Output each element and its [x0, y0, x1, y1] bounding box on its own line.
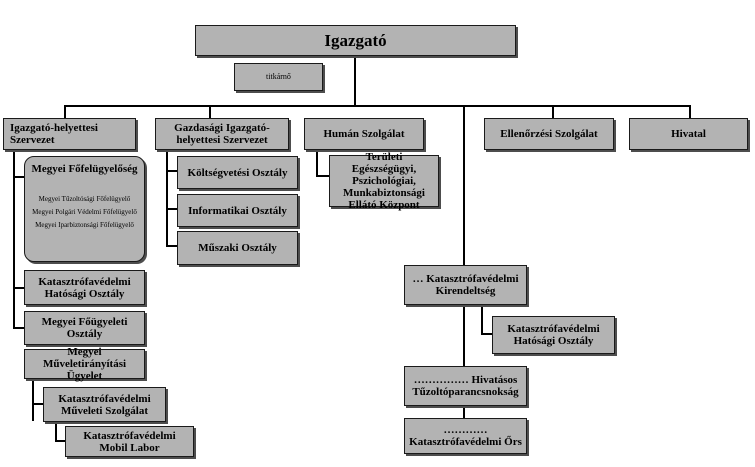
- connector: [55, 440, 66, 442]
- connector: [13, 287, 25, 289]
- branch-box: … Katasztrófavédelmi Kirendeltség: [404, 265, 527, 305]
- connector: [481, 305, 483, 335]
- industrial-safety-inspector-label: Megyei Iparbiztonsági Főfelügyelő: [35, 221, 134, 229]
- connector: [64, 105, 690, 107]
- connector: [481, 333, 493, 335]
- connector: [166, 170, 178, 172]
- fire-command-box: …………… Hivatásos Tűzoltóparancsnokság: [404, 366, 527, 406]
- connector: [316, 150, 318, 177]
- mobile-lab-box: Katasztrófavédelmi Mobil Labor: [65, 426, 194, 457]
- connector: [32, 403, 44, 405]
- branch-authority-box: Katasztrófavédelmi Hatósági Osztály: [492, 316, 615, 354]
- connector: [209, 105, 211, 119]
- civil-defense-inspector-label: Megyei Polgári Védelmi Főfelügyelő: [32, 208, 137, 216]
- connector: [64, 105, 66, 119]
- connector: [32, 379, 34, 421]
- budget-box: Költségvetési Osztály: [177, 156, 298, 189]
- connector: [316, 175, 330, 177]
- connector: [13, 150, 15, 328]
- connector: [354, 55, 356, 106]
- fire-inspector-label: Megyei Tűzoltósági Főfelügyelő: [38, 195, 131, 203]
- deputy-box: Igazgató-helyettesi Szervezet: [3, 118, 136, 150]
- disaster-ops-box: Katasztrófavédelmi Műveleti Szolgálat: [43, 387, 166, 422]
- director-box: Igazgató: [195, 25, 516, 56]
- connector: [552, 105, 554, 119]
- county-supervision-box: Megyei Főfelügyelőség Megyei Tűzoltósági…: [24, 156, 145, 262]
- technical-box: Műszaki Osztály: [177, 231, 298, 265]
- connector: [689, 105, 691, 119]
- connector: [13, 176, 25, 178]
- regional-health-box: Területi Egészségügyi, Pszichológiai, Mu…: [329, 151, 439, 211]
- economic-box: Gazdasági Igazgató-helyettesi Szervezet: [155, 118, 289, 150]
- office-box: Hivatal: [629, 118, 748, 150]
- connector: [166, 150, 168, 247]
- it-box: Informatikai Osztály: [177, 194, 298, 227]
- post-box: ………… Katasztrófavédelmi Őrs: [404, 418, 527, 454]
- connector: [166, 245, 178, 247]
- connector: [55, 422, 57, 442]
- connector: [463, 406, 465, 419]
- county-duty-box: Megyei Főügyeleti Osztály: [24, 311, 145, 345]
- connector: [166, 208, 178, 210]
- connector: [463, 105, 465, 266]
- county-ops-box: Megyei Műveletirányítási Ügyelet: [24, 346, 145, 382]
- human-box: Humán Szolgálat: [304, 118, 424, 150]
- connector: [463, 305, 465, 367]
- disaster-authority-box: Katasztrófavédelmi Hatósági Osztály: [24, 270, 145, 305]
- connector: [13, 327, 25, 329]
- control-box: Ellenőrzési Szolgálat: [484, 118, 614, 150]
- secretary-box: titkárnő: [234, 63, 323, 91]
